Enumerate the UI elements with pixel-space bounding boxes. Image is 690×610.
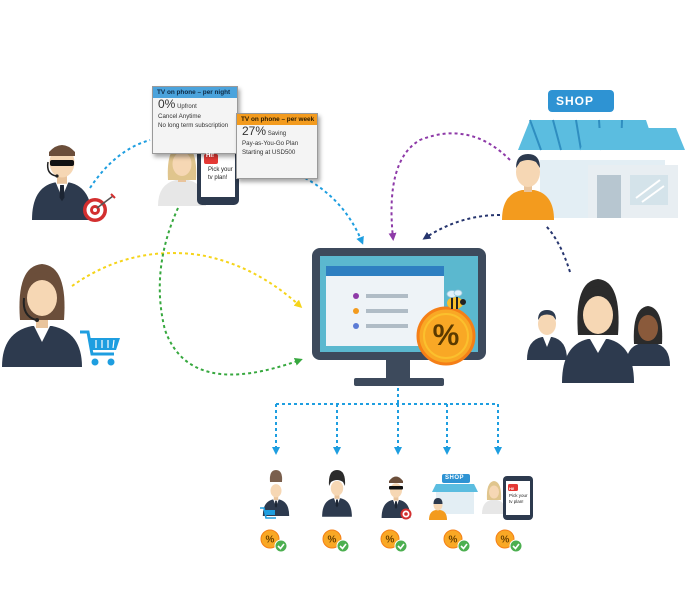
mini-phone-greeting: Hi! bbox=[509, 486, 515, 491]
arrow-agent-to-phone-user bbox=[89, 139, 151, 189]
shopping-cart-icon bbox=[80, 330, 120, 366]
shop-sign: SHOP bbox=[556, 94, 595, 108]
phone-greeting: Hi! bbox=[206, 153, 214, 159]
monitor-discount-symbol: % bbox=[432, 319, 460, 352]
phone-message-line2: tv plan! bbox=[208, 175, 228, 181]
plan-price-label: Upfront bbox=[177, 104, 197, 110]
mini-phone-message-line2: tv plan! bbox=[509, 499, 524, 504]
plan-price: 0% bbox=[158, 97, 176, 111]
agent-with-headset-icon bbox=[32, 145, 92, 220]
bottom-customer-2 bbox=[322, 470, 352, 517]
arrows bbox=[71, 132, 571, 455]
bottom-customer-1 bbox=[260, 470, 290, 519]
plan-feature: No long term subscription bbox=[158, 122, 229, 129]
arrow-shop-to-monitor-purple bbox=[388, 132, 511, 241]
bee-icon bbox=[446, 289, 466, 309]
customer-group-icon bbox=[527, 279, 670, 383]
mini-shop-sign: SHOP bbox=[445, 475, 465, 481]
bottom-shop bbox=[429, 474, 478, 520]
bottom-customer-3 bbox=[381, 476, 412, 520]
plan-price: 27% bbox=[242, 124, 267, 138]
discount-check-1 bbox=[260, 529, 288, 553]
discount-check-3 bbox=[380, 529, 408, 553]
phone-message-line1: Pick your bbox=[208, 167, 233, 173]
discount-check-4 bbox=[443, 529, 471, 553]
shop-customer-icon bbox=[502, 154, 554, 220]
discount-check-5 bbox=[495, 529, 523, 553]
arrow-group-link bbox=[544, 224, 571, 273]
plan-card-header: TV on phone – per night bbox=[153, 87, 237, 98]
mini-phone-message-line1: Pick your bbox=[509, 493, 528, 498]
shop-storefront-icon bbox=[518, 90, 685, 218]
plan-feature: Cancel Anytime bbox=[158, 113, 201, 120]
plan-price-label: Saving bbox=[267, 131, 287, 137]
arrow-phone-user-to-monitor bbox=[158, 207, 303, 376]
target-icon bbox=[83, 193, 116, 222]
smartphone-icon bbox=[197, 143, 239, 205]
sales-agent-icon bbox=[2, 264, 82, 367]
arrow-cards-to-monitor bbox=[304, 177, 364, 245]
plan-card-per-week: TV on phone – per week 27% Saving Pay-as… bbox=[236, 113, 318, 179]
bottom-phone-user bbox=[482, 476, 533, 520]
arrow-sales-agent-to-monitor bbox=[71, 252, 303, 309]
plan-feature: Starting at USD500 bbox=[242, 149, 296, 156]
percent-coin-icon bbox=[416, 306, 476, 366]
plan-card-header: TV on phone – per week bbox=[237, 114, 317, 125]
discount-check-2 bbox=[322, 529, 350, 553]
plan-card-per-night: TV on phone – per night 0% Upfront Cance… bbox=[152, 86, 238, 154]
plan-feature: Pay-as-You-Go Plan bbox=[242, 140, 299, 147]
arrow-shop-to-monitor-navy bbox=[422, 214, 501, 240]
